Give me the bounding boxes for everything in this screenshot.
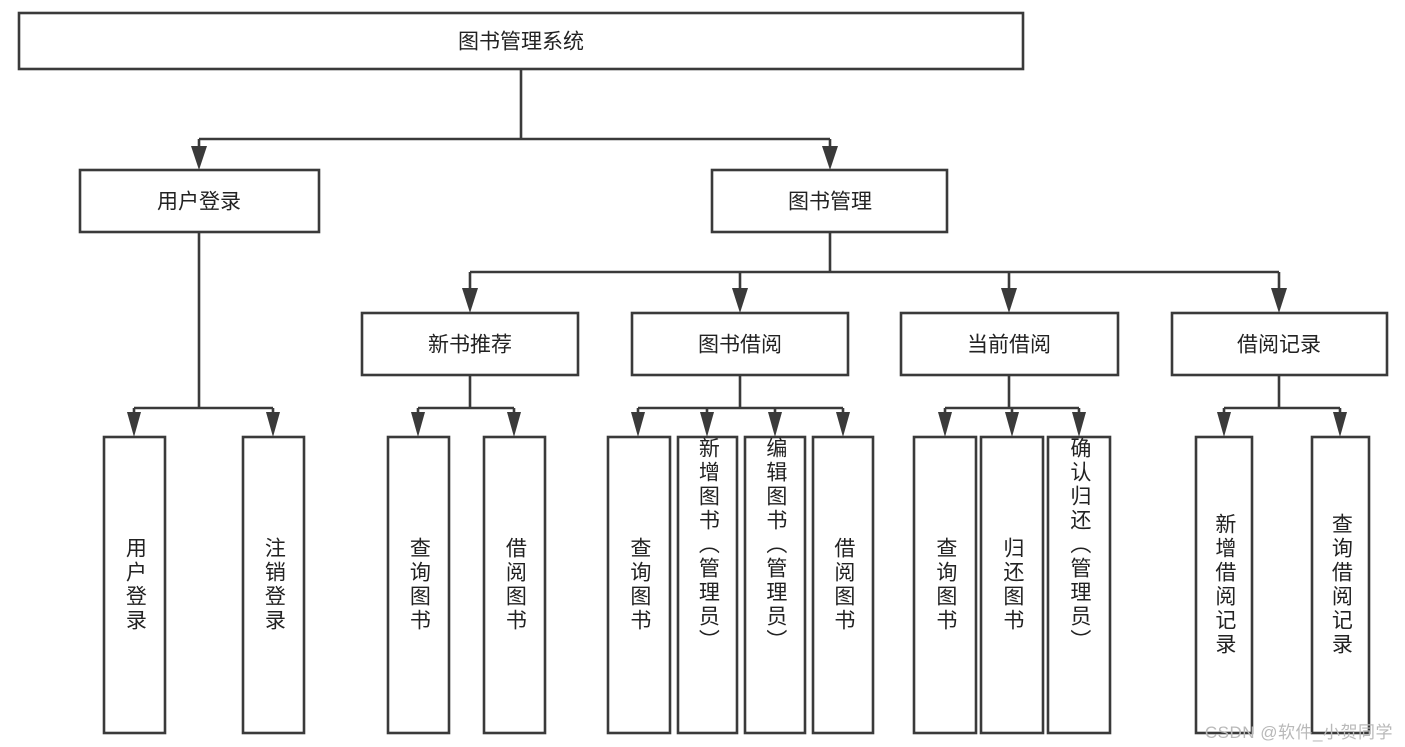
arrowhead-user-login: [191, 146, 207, 170]
connector-group-root: [191, 69, 838, 170]
arrowhead-leaf-user-logout: [266, 412, 280, 437]
node-user-login-rect[interactable]: [78, 168, 321, 234]
node-leaf-user-login-rect[interactable]: [102, 435, 167, 735]
node-leaf-query-record-rect[interactable]: [1310, 435, 1371, 735]
node-leaf-query-book-1-rect[interactable]: [386, 435, 451, 735]
arrowhead-leaf-confirm-return: [1072, 412, 1086, 437]
connector-group-borrow-record: [1217, 375, 1347, 437]
node-new-book-recommend[interactable]: 新书推荐: [360, 311, 580, 377]
arrowhead-leaf-query-book-2: [631, 412, 645, 437]
node-book-manage[interactable]: 图书管理: [710, 168, 949, 234]
connector-group-user-login: [127, 232, 280, 437]
node-book-borrow-label: 图书借阅: [698, 334, 782, 357]
node-current-borrow-rect[interactable]: [899, 311, 1120, 377]
connector-group-book-manage: [462, 232, 1287, 313]
arrowhead-leaf-query-book-1: [411, 412, 425, 437]
arrowhead-leaf-edit-book: [768, 412, 782, 437]
arrowhead-leaf-borrow-book-1: [507, 412, 521, 437]
csdn-watermark: CSDN @软件_小贺同学: [1204, 723, 1393, 742]
arrowhead-leaf-query-record: [1333, 412, 1347, 437]
node-current-borrow[interactable]: 当前借阅: [899, 311, 1120, 377]
node-new-book-recommend-label: 新书推荐: [428, 334, 512, 357]
node-root-label: 图书管理系统: [458, 31, 584, 54]
node-root[interactable]: 图书管理系统: [17, 11, 1025, 71]
node-borrow-record-rect[interactable]: [1170, 311, 1389, 377]
node-book-manage-rect[interactable]: [710, 168, 949, 234]
node-root-rect[interactable]: [17, 11, 1025, 71]
arrowhead-book-manage: [822, 146, 838, 170]
node-leaf-borrow-book-1-rect[interactable]: [482, 435, 547, 735]
node-leaf-borrow-book-2-rect[interactable]: [811, 435, 875, 735]
connector-group-new-book-recommend: [411, 375, 521, 437]
connector-group-book-borrow: [631, 375, 850, 437]
node-leaf-user-logout-rect[interactable]: [241, 435, 306, 735]
node-borrow-record[interactable]: 借阅记录: [1170, 311, 1389, 377]
node-current-borrow-label: 当前借阅: [967, 334, 1051, 357]
node-leaf-add-record-rect[interactable]: [1194, 435, 1254, 735]
node-leaf-query-book-3-rect[interactable]: [912, 435, 978, 735]
node-leaf-return-book-rect[interactable]: [979, 435, 1045, 735]
node-new-book-recommend-rect[interactable]: [360, 311, 580, 377]
arrowhead-leaf-borrow-book-2: [836, 412, 850, 437]
node-borrow-record-label: 借阅记录: [1237, 334, 1321, 357]
arrowhead-leaf-query-book-3: [938, 412, 952, 437]
node-leaf-edit-book-rect[interactable]: [743, 435, 807, 735]
node-leaf-confirm-return-rect[interactable]: [1046, 435, 1112, 735]
arrowhead-current-borrow: [1001, 288, 1017, 313]
node-book-borrow-rect[interactable]: [630, 311, 850, 377]
arrowhead-leaf-add-book: [700, 412, 714, 437]
node-book-manage-label: 图书管理: [788, 191, 872, 214]
node-leaf-query-book-2-rect[interactable]: [606, 435, 672, 735]
arrowhead-leaf-return-book: [1005, 412, 1019, 437]
connector-group-current-borrow: [938, 375, 1086, 437]
node-book-borrow[interactable]: 图书借阅: [630, 311, 850, 377]
arrowhead-new-book-recommend: [462, 288, 478, 313]
arrowhead-leaf-user-login: [127, 412, 141, 437]
arrowhead-leaf-add-record: [1217, 412, 1231, 437]
node-user-login[interactable]: 用户登录: [78, 168, 321, 234]
arrowhead-book-borrow: [732, 288, 748, 313]
node-user-login-label: 用户登录: [157, 191, 241, 214]
node-leaf-add-book-rect[interactable]: [676, 435, 739, 735]
arrowhead-borrow-record: [1271, 288, 1287, 313]
leaf-boxes: [102, 435, 1371, 735]
